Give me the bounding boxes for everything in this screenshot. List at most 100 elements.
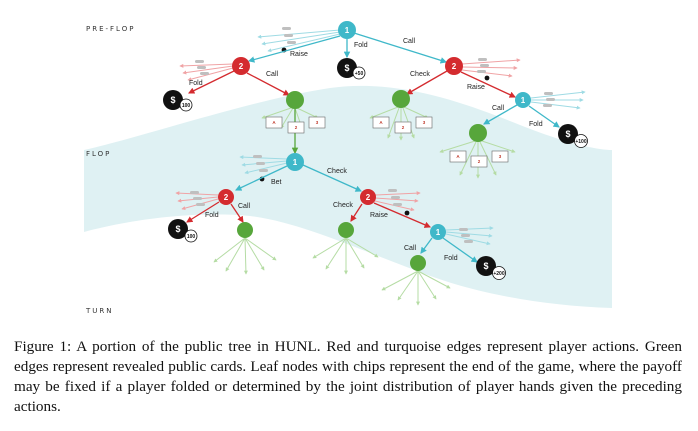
svg-text:$: $ xyxy=(170,95,175,105)
player1-node-flop: 1 xyxy=(286,153,304,171)
svg-text:3: 3 xyxy=(316,120,319,125)
chance-edges-turn-right xyxy=(381,270,451,306)
edge-flopleft2-fold xyxy=(186,201,220,223)
raise-action-marker xyxy=(484,75,490,81)
leaf-chip-fold-flop-left: $ 100 xyxy=(168,219,198,243)
edge-right2-raise xyxy=(460,71,516,98)
figure-caption: Figure 1: A portion of the public tree i… xyxy=(14,337,682,417)
svg-text:1: 1 xyxy=(436,228,441,237)
label-check-right2: Check xyxy=(410,71,430,78)
leaf-chip-fold-root: $ +50 xyxy=(337,58,366,80)
faded-edges-right-2 xyxy=(461,58,521,78)
svg-text:2: 2 xyxy=(452,62,457,71)
edge-left2-call xyxy=(246,72,290,96)
label-check-flop1: Check xyxy=(327,168,347,175)
svg-text:1: 1 xyxy=(293,158,298,167)
chip-stack-left-2 xyxy=(195,60,209,75)
edge-root-call xyxy=(353,32,448,64)
svg-text:A: A xyxy=(379,120,383,125)
chance-edges-turn-left xyxy=(213,237,277,275)
chance-node-turn-mid xyxy=(338,222,354,238)
label-call-flopleft2: Call xyxy=(238,203,251,210)
chance-node-turn-right xyxy=(410,255,426,271)
chance-edges-middle xyxy=(369,106,429,141)
edge-flopright1-fold xyxy=(442,237,478,263)
edge-flopright1-call xyxy=(420,237,433,254)
round-label-flop: FLOP xyxy=(86,150,111,158)
label-call-right1: Call xyxy=(492,105,505,112)
faded-edges-flop-right-1 xyxy=(445,226,494,246)
label-fold-flopleft2: Fold xyxy=(205,212,219,219)
label-fold-root: Fold xyxy=(354,42,368,49)
svg-text:+100: +100 xyxy=(575,139,586,145)
leaf-chip-fold-flop-right: $ +200 xyxy=(476,256,506,280)
faded-edges-root xyxy=(257,29,341,53)
flop-round-band xyxy=(84,85,612,309)
svg-text:+50: +50 xyxy=(355,71,364,77)
figure-caption-label: Figure 1: xyxy=(14,338,72,355)
public-cards-middle: A 2 3 xyxy=(372,116,433,134)
raise-action-marker xyxy=(404,210,410,216)
chip-stack-flop-mid-2 xyxy=(388,189,402,206)
figure-caption-text: A portion of the public tree in HUNL. Re… xyxy=(14,338,683,415)
label-bet-flop1: Bet xyxy=(271,179,282,186)
chip-stack-flop-right-1 xyxy=(459,228,473,243)
edge-flopleft2-call xyxy=(230,203,244,223)
label-raise-flopmid2: Raise xyxy=(370,212,388,219)
chip-stack-right-2 xyxy=(477,58,489,73)
public-cards-left: A 2 3 xyxy=(265,116,326,134)
label-fold-right1: Fold xyxy=(529,121,543,128)
leaf-chip-fold-right: $ +100 xyxy=(558,124,588,148)
player1-node-flop-right: 1 xyxy=(430,224,446,240)
edge-flop1-check xyxy=(302,164,362,192)
edge-root-raise xyxy=(247,35,341,63)
svg-text:100: 100 xyxy=(187,234,196,240)
chip-stack-flop-1 xyxy=(253,155,268,172)
svg-text:3: 3 xyxy=(423,120,426,125)
chance-node-right xyxy=(469,124,487,142)
public-tree-diagram: PRE-FLOP FLOP TURN Raise Fold Call Fold … xyxy=(84,21,612,315)
faded-edges-left-2 xyxy=(179,63,234,82)
round-label-preflop: PRE-FLOP xyxy=(86,25,135,33)
svg-text:100: 100 xyxy=(182,103,191,109)
edge-flopmid2-raise xyxy=(373,202,431,228)
chance-node-turn-left xyxy=(237,222,253,238)
round-label-turn: TURN xyxy=(85,307,114,315)
chance-edges-turn-mid xyxy=(312,237,379,275)
svg-text:$: $ xyxy=(483,261,488,271)
chance-edges-right xyxy=(439,140,516,179)
edge-flopmid2-check xyxy=(350,203,363,222)
svg-text:$: $ xyxy=(344,63,349,73)
edge-right2-check xyxy=(406,70,448,95)
chip-stack-root xyxy=(282,27,296,44)
svg-text:$: $ xyxy=(565,129,570,139)
svg-text:3: 3 xyxy=(499,154,502,159)
svg-text:2: 2 xyxy=(478,159,481,164)
chance-node-middle xyxy=(392,90,410,108)
svg-text:2: 2 xyxy=(402,125,405,130)
svg-text:2: 2 xyxy=(295,125,298,130)
chance-node-left xyxy=(286,91,304,109)
svg-text:A: A xyxy=(456,154,460,159)
label-fold-left2: Fold xyxy=(189,80,203,87)
label-raise-right2: Raise xyxy=(467,84,485,91)
player2-node-flop-mid: 2 xyxy=(360,189,376,205)
edge-right1-call xyxy=(483,104,518,125)
label-fold-flopright1: Fold xyxy=(444,255,458,262)
player2-node-left: 2 xyxy=(232,57,250,75)
player1-node-root: 1 xyxy=(338,21,356,39)
svg-text:2: 2 xyxy=(224,193,229,202)
label-check-flopmid2: Check xyxy=(333,202,353,209)
player2-node-flop-left: 2 xyxy=(218,189,234,205)
edge-left2-fold xyxy=(188,70,235,94)
svg-text:A: A xyxy=(272,120,276,125)
edge-flop1-bet xyxy=(235,165,288,191)
leaf-chip-fold-left: $ 100 xyxy=(163,90,193,112)
label-raise-root: Raise xyxy=(290,51,308,58)
svg-text:+200: +200 xyxy=(493,271,504,277)
label-call-flopright1: Call xyxy=(404,245,417,252)
svg-text:2: 2 xyxy=(239,62,244,71)
svg-text:1: 1 xyxy=(521,96,526,105)
player2-node-right: 2 xyxy=(445,57,463,75)
chip-stack-right-1 xyxy=(543,92,555,107)
